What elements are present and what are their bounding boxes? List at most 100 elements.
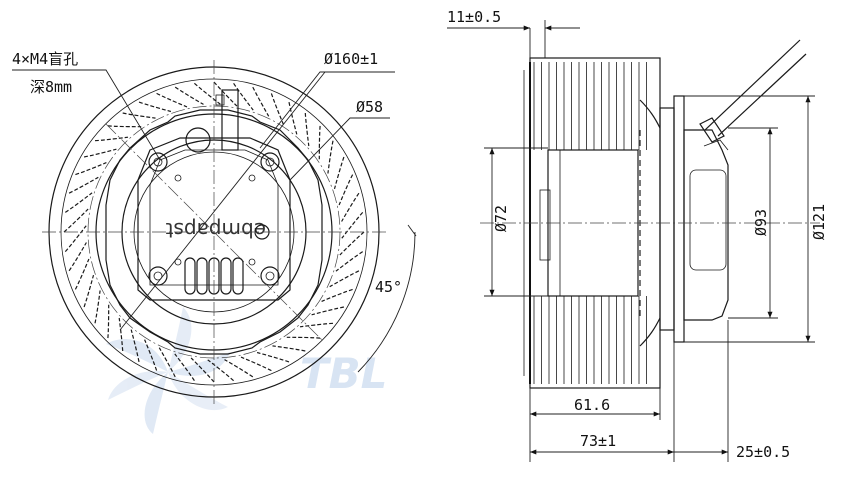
box-window [689, 169, 727, 271]
watermark: TBL [106, 307, 387, 434]
leader-mounting-holes [12, 69, 161, 161]
centerline-diagonal [105, 123, 323, 341]
label-dim-flange-outer: Ø121 [810, 204, 828, 240]
impeller-blade [329, 270, 360, 288]
impeller-blade [213, 81, 238, 107]
impeller-blade [252, 86, 270, 117]
impeller-side-blades [533, 62, 647, 384]
impeller-blade [338, 174, 354, 206]
impeller-blade [107, 125, 142, 128]
impeller-blade [144, 339, 158, 371]
impeller-blade [94, 136, 129, 142]
impeller-blade [288, 101, 298, 135]
cable-lower [717, 53, 807, 137]
label-dim-top: 11±0.5 [447, 8, 501, 26]
impeller-blade [190, 357, 215, 383]
cable-gland [221, 89, 239, 151]
mounting-boss-tl [148, 152, 168, 172]
impeller-blade [68, 176, 99, 194]
impeller-blade [130, 329, 140, 363]
impeller-blade [304, 112, 310, 147]
impeller-blade [321, 288, 353, 302]
impeller-blade [64, 192, 93, 213]
impeller-blade [286, 336, 321, 339]
electronics-box-side [683, 129, 729, 321]
impeller-blades [63, 81, 365, 383]
cone-bottom [639, 317, 661, 347]
impeller-blade [272, 345, 306, 352]
angle-arc [357, 231, 416, 373]
watermark-text: TBL [300, 349, 387, 398]
impeller-blade [194, 82, 221, 105]
side-view: 11±0.5 Ø72 Ø93 Ø121 61.6 73±1 [447, 8, 828, 462]
screw [248, 174, 256, 182]
impeller-blade [174, 86, 204, 105]
label-outer-diameter: Ø160±1 [324, 50, 378, 68]
angle-tick [407, 224, 417, 237]
leader-inner-diameter [289, 117, 390, 181]
label-angle: 45° [375, 278, 402, 296]
impeller-blade [240, 356, 272, 372]
impeller-blade [327, 140, 334, 174]
impeller-blade [256, 351, 290, 363]
impeller-blade [333, 156, 345, 190]
label-mounting-holes-1: 4×M4盲孔 [12, 50, 78, 68]
cable-gland-side [699, 117, 725, 143]
impeller-blade [122, 112, 156, 119]
flange-rim [673, 95, 685, 343]
impeller-blade [318, 125, 321, 160]
impeller-blade [156, 92, 188, 108]
capacitor [185, 127, 211, 153]
impeller-blade [63, 208, 89, 233]
front-view: ebmpapst 4×M4盲孔 深8mm Ø160±1 Ø58 45° [12, 50, 417, 405]
flange-plate [659, 107, 675, 331]
label-dim-width-total: 73±1 [580, 432, 616, 450]
impeller-blade [83, 148, 117, 158]
label-dim-offset: 25±0.5 [736, 443, 790, 461]
brand-logo-text: ebmpapst [165, 218, 266, 242]
mounting-boss-tr [260, 152, 280, 172]
impeller-blade [118, 317, 124, 352]
impeller-blade [94, 290, 101, 324]
impeller-blade [83, 274, 95, 308]
impeller-blade [158, 347, 176, 378]
leader-diameter-line [119, 71, 326, 331]
impeller-blade [270, 93, 284, 125]
screw [248, 258, 256, 266]
impeller-blade [341, 212, 364, 239]
cone-top [639, 99, 661, 129]
impeller-blade [68, 242, 87, 272]
mounting-boss-bl [148, 266, 168, 286]
impeller-blade [75, 162, 107, 176]
impeller-blade [107, 304, 110, 339]
impeller-blade [207, 359, 234, 382]
screw [174, 174, 182, 182]
gland-base [703, 139, 729, 151]
impeller-blade [341, 192, 360, 222]
impeller-blade [299, 322, 334, 328]
label-inner-diameter: Ø58 [356, 98, 383, 116]
impeller-blade [339, 231, 365, 256]
backplate-outline [105, 109, 323, 355]
label-dim-hub: Ø72 [492, 205, 510, 232]
cable-upper [704, 39, 801, 131]
cable-tip [215, 94, 225, 106]
electronics-box [137, 137, 291, 301]
impeller-blade [233, 82, 254, 111]
label-mounting-holes-2: 深8mm [30, 78, 72, 96]
screw [174, 258, 182, 266]
impeller-blade [224, 359, 254, 378]
impeller-blade [335, 251, 364, 272]
brand-logo: ebmpapst [165, 218, 266, 242]
mounting-boss-br [260, 266, 280, 286]
impeller-blade [174, 353, 195, 382]
impeller-blade [64, 225, 87, 252]
hub-shaft [539, 189, 551, 261]
label-dim-flange-inner: Ø93 [752, 209, 770, 236]
label-dim-width-inner: 61.6 [574, 396, 610, 414]
leader-outer-diameter [259, 71, 395, 149]
impeller-blade [311, 306, 345, 316]
impeller-blade [138, 101, 172, 113]
impeller-blade [74, 258, 90, 290]
